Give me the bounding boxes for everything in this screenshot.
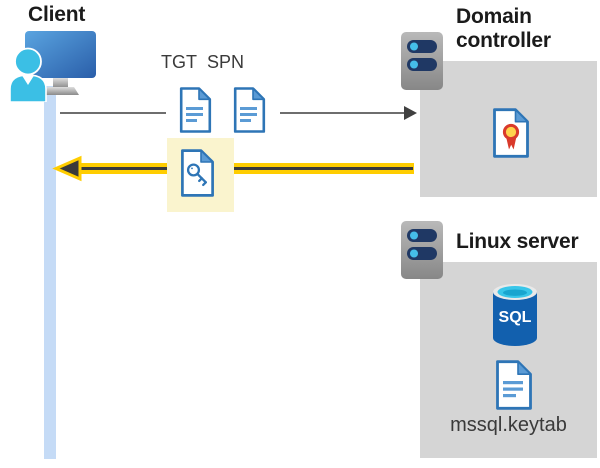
monitor-icon <box>25 31 96 78</box>
response-arrowhead <box>52 155 82 182</box>
certificate-icon <box>493 108 529 158</box>
tgt-document-icon <box>179 87 212 133</box>
person-head <box>14 47 42 76</box>
domain-controller-server-icon <box>401 32 443 90</box>
arrow-left-icon <box>52 155 414 182</box>
spn-document-icon <box>233 87 266 133</box>
rosette-ribbon <box>506 136 517 150</box>
client-icon <box>9 31 96 102</box>
tgt-label: TGT <box>161 52 197 72</box>
client-lifeline <box>44 86 56 459</box>
linux-server-label: Linux server <box>456 230 579 253</box>
monitor-stand-base <box>43 87 79 95</box>
arrow-right-icon <box>404 106 417 120</box>
person-collar <box>22 75 34 85</box>
sql-text: SQL <box>499 309 532 326</box>
keytab-document-icon <box>496 360 532 410</box>
rosette-medal <box>502 123 520 141</box>
key-glyph <box>186 163 207 187</box>
domain-controller-label: Domain controller <box>456 5 551 53</box>
keytab-filename-label: mssql.keytab <box>450 414 567 436</box>
monitor-stand-neck <box>53 78 68 88</box>
client-label: Client <box>28 3 86 26</box>
linux-server-icon <box>401 221 443 279</box>
sql-database-icon: SQL <box>493 284 537 348</box>
key-document-icon <box>181 149 214 197</box>
spn-label: SPN <box>207 52 245 72</box>
